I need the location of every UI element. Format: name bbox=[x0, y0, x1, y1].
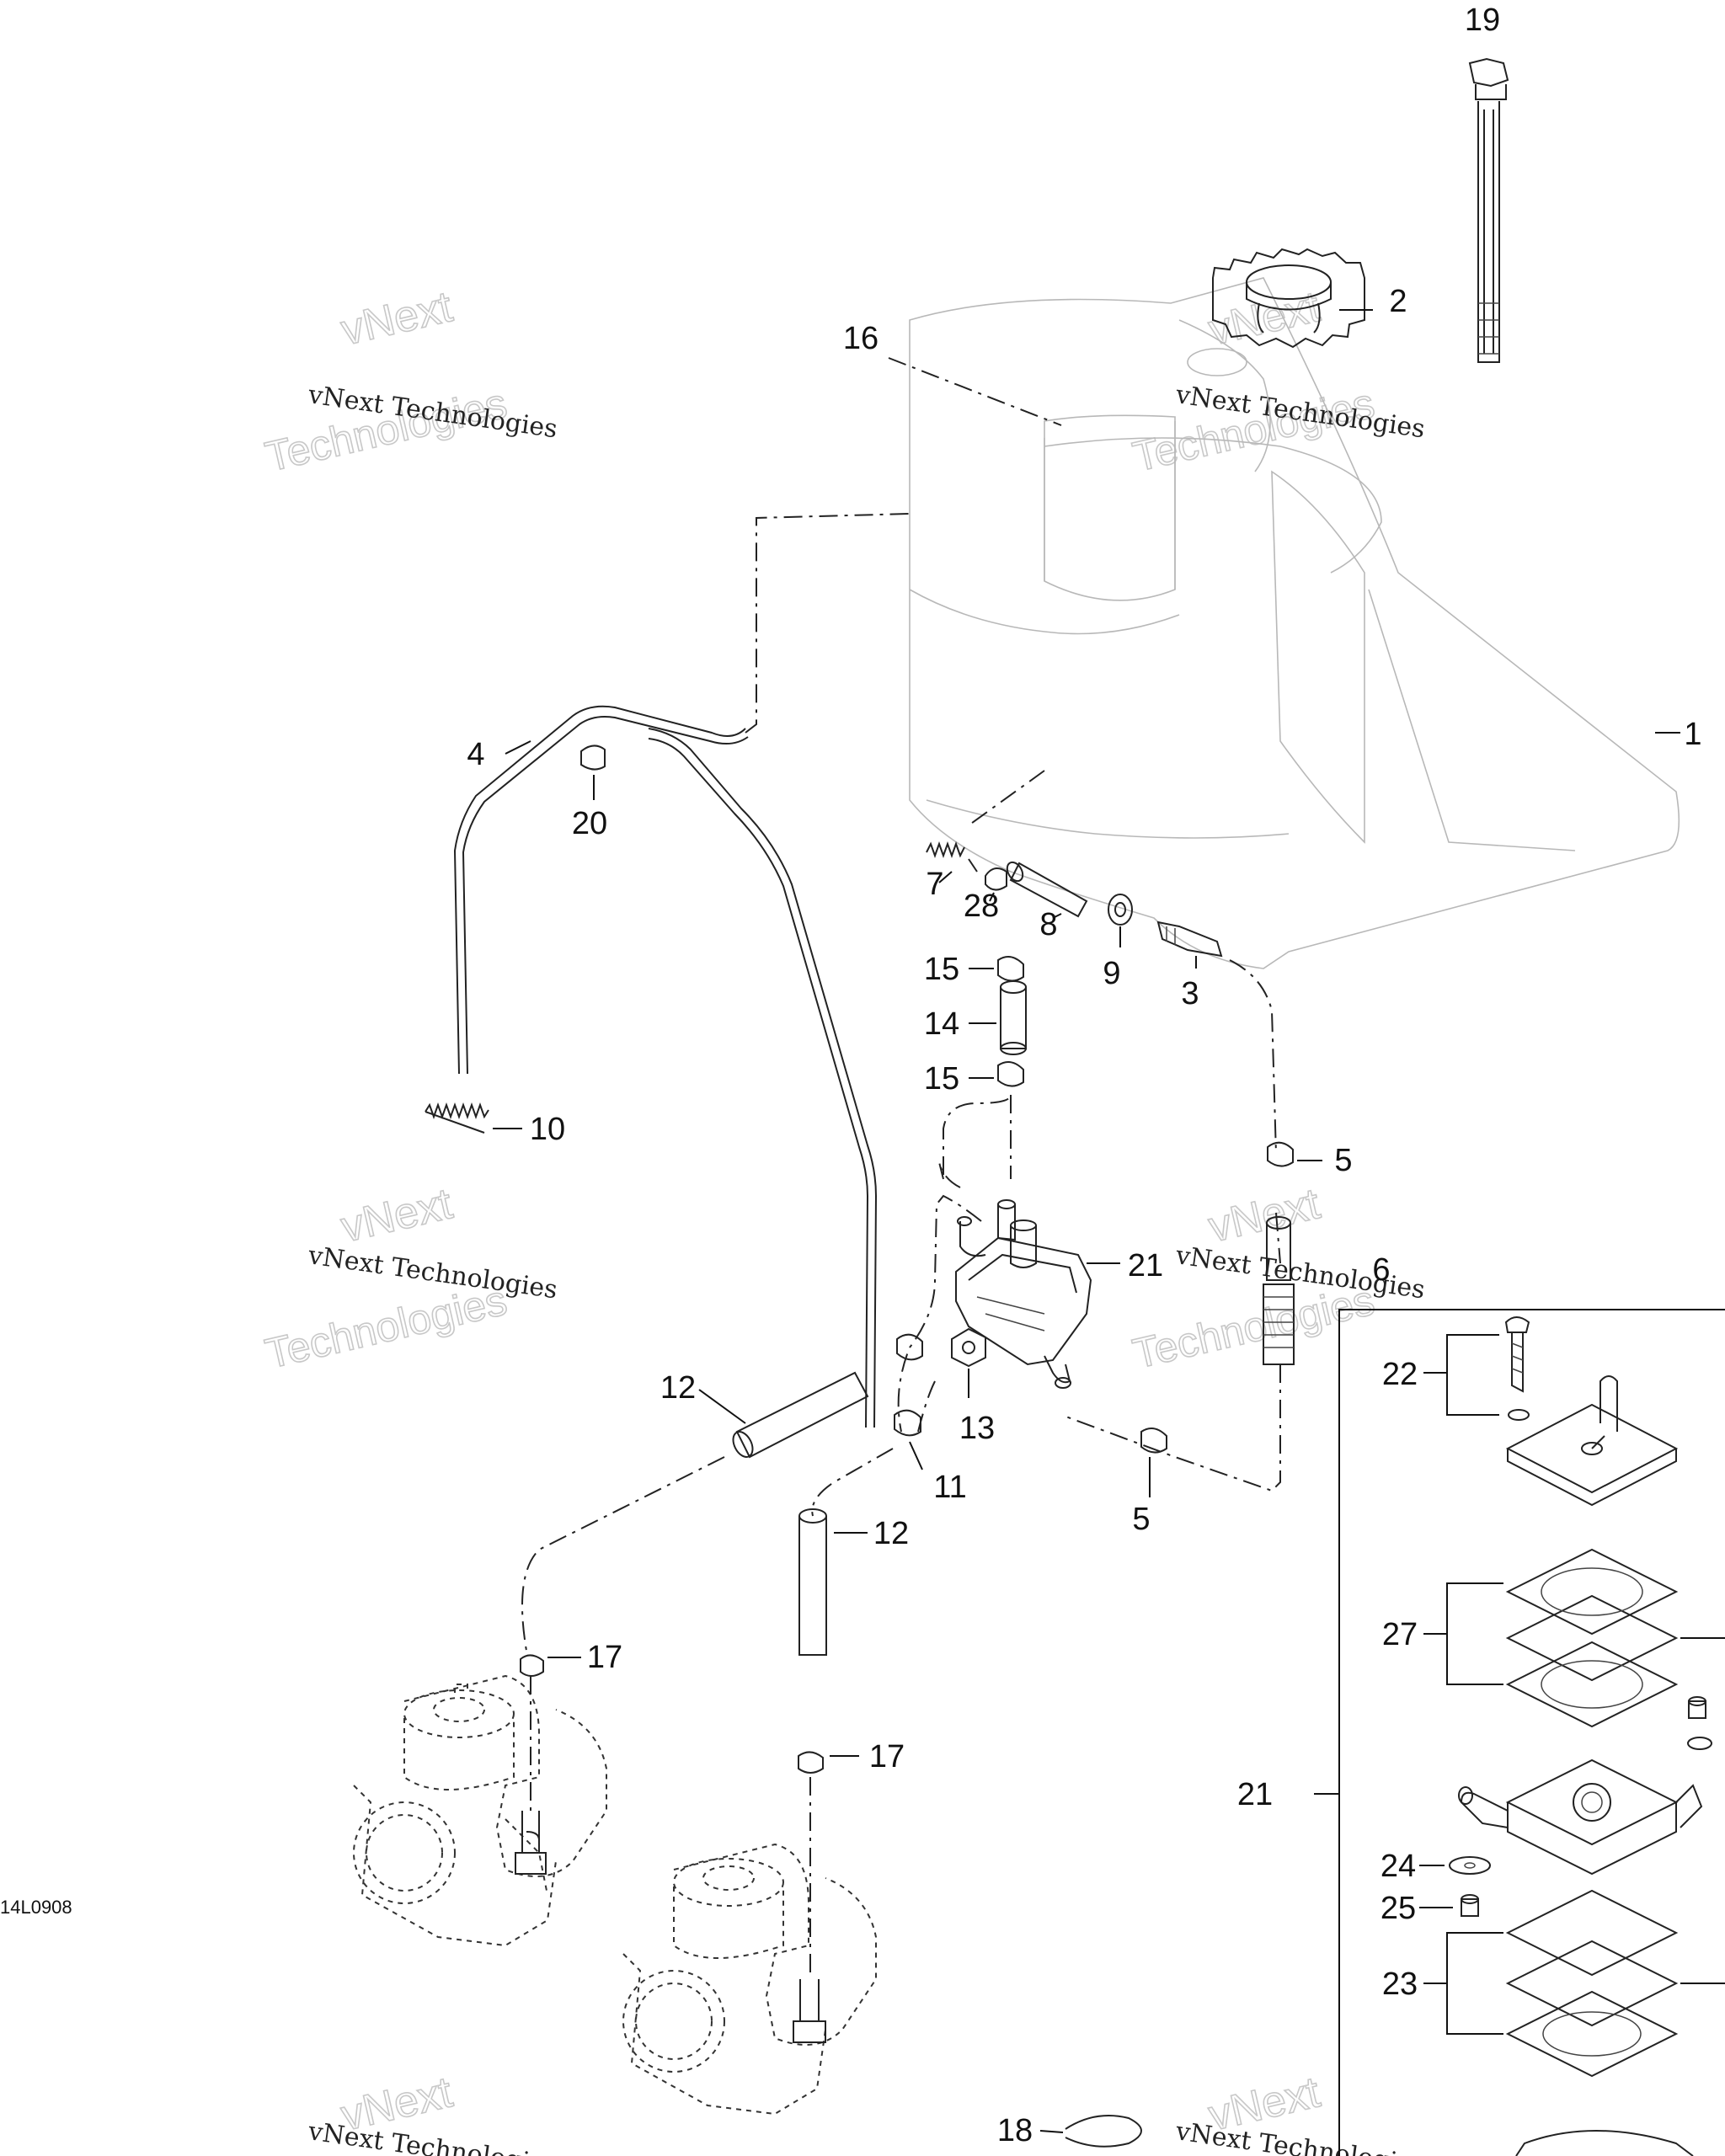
watermark-large-1: vNext bbox=[1204, 1179, 1325, 1252]
leader-18 bbox=[1039, 2130, 1064, 2133]
callout-24: 24 bbox=[1381, 1849, 1416, 1884]
clip bbox=[580, 744, 606, 800]
watermark-small: vNext Technologies bbox=[306, 2116, 559, 2156]
callout-16: 16 bbox=[843, 321, 879, 356]
watermark-large-1: vNext bbox=[1204, 282, 1325, 355]
callout-11: 11 bbox=[933, 1470, 966, 1505]
watermark-bottom-left: vNext vNext Technologies bbox=[306, 2067, 559, 2156]
hose-12-upper bbox=[698, 1371, 869, 1459]
callout-10: 10 bbox=[530, 1112, 565, 1147]
pump-exploded-view bbox=[1314, 1309, 1725, 2156]
nut bbox=[951, 1327, 986, 1398]
callout-6: 6 bbox=[1372, 1252, 1390, 1288]
fuel-gauge-dipstick bbox=[1468, 57, 1509, 363]
leader-28 bbox=[989, 892, 995, 902]
callout-9: 9 bbox=[1103, 956, 1120, 991]
fuel-pump bbox=[955, 1199, 1120, 1389]
bracket-23 bbox=[1423, 1932, 1503, 2035]
callout-21-panel: 21 bbox=[1237, 1777, 1273, 1812]
watermark-small: vNext Technologies bbox=[1173, 2116, 1427, 2156]
bracket-27 bbox=[1423, 1582, 1503, 1685]
callout-20: 20 bbox=[572, 806, 607, 841]
callout-27: 27 bbox=[1382, 1617, 1418, 1652]
callout-12-upper: 12 bbox=[660, 1370, 696, 1406]
callout-21: 21 bbox=[1128, 1248, 1163, 1283]
in-line-filter bbox=[1263, 1216, 1295, 1365]
callout-8: 8 bbox=[1039, 907, 1057, 942]
carburetor-right bbox=[622, 1751, 877, 2116]
callout-14: 14 bbox=[924, 1006, 959, 1042]
vent-hose bbox=[453, 513, 911, 1428]
clamp-5-lower bbox=[1140, 1428, 1167, 1497]
callout-17-left: 17 bbox=[587, 1640, 622, 1675]
hose-12-lower bbox=[798, 1448, 894, 1656]
leader-7 bbox=[938, 871, 953, 883]
watermark-large-1: vNext bbox=[337, 282, 457, 355]
callout-5-lower: 5 bbox=[1132, 1502, 1150, 1537]
spring bbox=[425, 1102, 522, 1134]
hose-with-clamps bbox=[969, 956, 1027, 1087]
bracket-22 bbox=[1423, 1334, 1499, 1416]
callout-19: 19 bbox=[1465, 3, 1500, 38]
callout-18: 18 bbox=[997, 2113, 1033, 2148]
callout-1: 1 bbox=[1684, 717, 1701, 752]
callout-22: 22 bbox=[1382, 1357, 1418, 1392]
callout-15-lower: 15 bbox=[924, 1061, 959, 1097]
leader-8 bbox=[1052, 913, 1062, 919]
callout-7: 7 bbox=[926, 867, 943, 902]
callout-4: 4 bbox=[467, 737, 484, 772]
watermark-top-left: vNext Technologies vNext Technologies bbox=[260, 281, 559, 481]
tie-strap bbox=[1039, 2115, 1142, 2148]
leader-12a bbox=[698, 1389, 746, 1424]
leader-16 bbox=[888, 357, 1062, 426]
outlet-fittings bbox=[926, 770, 1223, 969]
callout-2: 2 bbox=[1389, 284, 1407, 319]
callout-17-right: 17 bbox=[869, 1739, 905, 1774]
callout-12-lower: 12 bbox=[873, 1516, 909, 1551]
callout-13: 13 bbox=[959, 1411, 995, 1446]
callout-15-upper: 15 bbox=[924, 952, 959, 987]
tank-cap bbox=[1212, 248, 1373, 349]
clamp-5-upper bbox=[1267, 1141, 1322, 1167]
callout-28: 28 bbox=[964, 889, 999, 924]
callout-3: 3 bbox=[1181, 976, 1199, 1011]
clamps-11 bbox=[894, 1333, 923, 1470]
carburetor-left bbox=[353, 1654, 607, 1947]
watermark-large-1: vNext bbox=[337, 1179, 457, 1252]
callout-25: 25 bbox=[1381, 1891, 1416, 1926]
figure-code: 14L0908 bbox=[0, 1897, 72, 1918]
fuel-tank bbox=[909, 277, 1680, 969]
callout-23: 23 bbox=[1382, 1967, 1418, 2002]
callout-5-upper: 5 bbox=[1334, 1143, 1352, 1178]
leader-11 bbox=[909, 1441, 923, 1470]
watermark-top-right: vNext Technologies vNext Technologies bbox=[1128, 281, 1427, 481]
watermark-bottom-right: vNext vNext Technologies bbox=[1173, 2067, 1427, 2156]
leader-4 bbox=[505, 740, 531, 755]
watermark-mid-left: vNext Technologies vNext Technologies bbox=[260, 1178, 559, 1378]
callout-labels: 19 2 16 1 4 20 7 28 8 9 3 15 14 15 10 5 … bbox=[0, 3, 1702, 2148]
